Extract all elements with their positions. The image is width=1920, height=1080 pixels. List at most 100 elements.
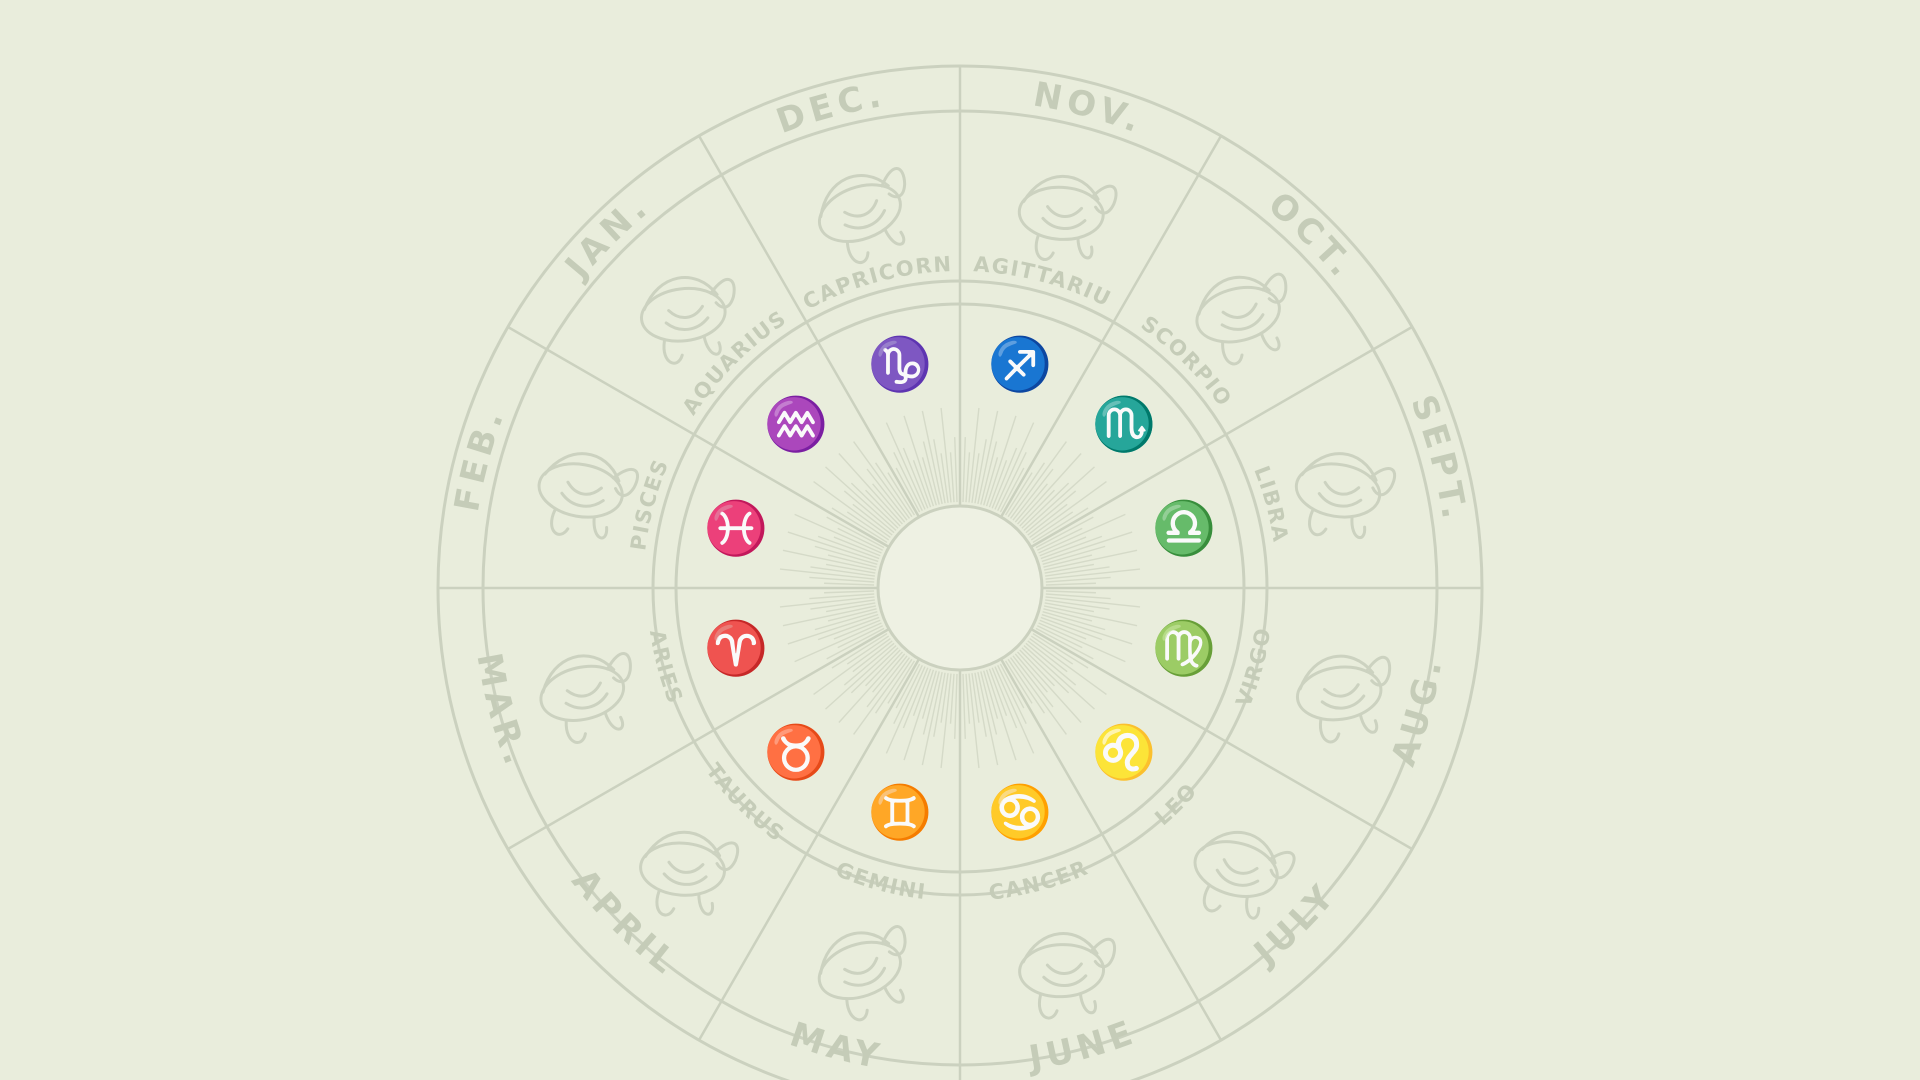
sign-label: VIRGO — [1231, 625, 1275, 710]
sun-ray — [794, 622, 882, 663]
month-label: MAY — [785, 1015, 887, 1078]
sign-glyph: ♐ — [988, 334, 1053, 395]
sun-ray — [999, 663, 1025, 709]
month-label-text: SEPT. — [1402, 390, 1469, 526]
sun-ray — [833, 619, 881, 640]
sun-ray — [782, 605, 877, 627]
sun-ray — [903, 415, 935, 507]
sign-glyph: ♊ — [868, 782, 933, 843]
sun-ray — [985, 415, 1017, 507]
sun-ray — [974, 439, 987, 504]
sign-label-text: GEMINI — [832, 857, 926, 904]
sun-ray — [893, 451, 923, 512]
month-label-text: FEB. — [447, 401, 508, 515]
month-label: APRIL — [564, 861, 687, 984]
sun-ray — [809, 576, 875, 583]
sun-ray — [833, 536, 881, 557]
sun-ray — [1045, 582, 1096, 586]
month-label-text: MAY — [785, 1015, 882, 1078]
sun-ray — [1042, 545, 1106, 565]
sun-ray — [895, 467, 921, 513]
sun-ray — [874, 658, 913, 714]
sun-ray — [971, 453, 980, 503]
sun-ray — [852, 503, 893, 536]
month-label: JAN. — [556, 186, 658, 288]
sun-ray — [1040, 535, 1103, 560]
sun-ray — [1029, 637, 1107, 695]
sun-ray — [940, 453, 949, 503]
sun-ray — [846, 511, 890, 541]
sun-ray — [1007, 658, 1046, 714]
sun-ray — [1004, 660, 1033, 704]
sun-ray — [838, 651, 903, 723]
sun-ray — [838, 453, 903, 525]
sun-ray — [826, 516, 885, 549]
wheel-spokes — [438, 66, 1482, 1080]
sun-ray — [813, 637, 891, 695]
sun-ray — [1017, 651, 1082, 723]
sun-ray — [824, 582, 875, 586]
sun-ray — [949, 452, 955, 503]
sun-ray — [933, 439, 946, 504]
month-label-text: OCT. — [1260, 184, 1359, 287]
sun-ray — [1038, 513, 1126, 554]
sun-ray — [1045, 593, 1111, 600]
sun-ray — [817, 616, 880, 641]
sun-ray — [933, 672, 946, 737]
sun-ray — [1029, 481, 1107, 539]
sign-glyph: ♉ — [764, 722, 829, 783]
month-label: NOV. — [1030, 75, 1150, 143]
sun-ray — [977, 410, 999, 505]
sun-ray — [980, 671, 998, 735]
month-label-text: JUNE — [1024, 1012, 1137, 1079]
sun-rays — [779, 407, 1141, 769]
sun-ray — [1009, 441, 1067, 519]
sun-ray — [1045, 599, 1110, 610]
sun-ray — [902, 667, 929, 729]
sun-ray — [1035, 516, 1094, 549]
sun-ray — [1045, 590, 1096, 594]
sun-ray — [825, 563, 876, 574]
sun-ray — [980, 441, 998, 505]
sun-ray — [912, 459, 932, 508]
sun-ray — [921, 457, 937, 506]
sun-ray — [1045, 566, 1110, 577]
sun-ray — [865, 649, 901, 687]
archer-centaur-illustration — [1017, 174, 1118, 261]
sun-ray — [825, 466, 897, 531]
sun-ray — [852, 640, 893, 673]
fish-illustration — [537, 452, 640, 540]
sun-ray — [794, 513, 882, 554]
sun-ray — [1004, 472, 1033, 516]
sun-ray — [997, 664, 1027, 725]
month-label-text: APRIL — [564, 861, 682, 984]
sun-ray — [1036, 625, 1083, 649]
sun-ray — [1017, 453, 1082, 525]
wheel-spoke — [697, 658, 921, 1041]
sun-ray — [1038, 622, 1126, 663]
sun-ray — [1012, 655, 1054, 708]
sun-ray — [940, 673, 949, 723]
sun-ray — [1019, 649, 1055, 687]
sun-ray — [1027, 503, 1068, 536]
month-label: OCT. — [1260, 184, 1364, 287]
sun-ray — [1012, 468, 1054, 521]
sun-ray — [827, 608, 877, 622]
sun-ray — [974, 672, 987, 737]
sign-glyph: ♋ — [988, 782, 1053, 843]
sun-ray — [988, 459, 1008, 508]
sun-ray — [983, 670, 999, 719]
sun-ray — [853, 441, 911, 519]
sign-glyph: ♈ — [704, 618, 769, 679]
sun-ray — [971, 673, 980, 723]
sun-ray — [1041, 531, 1133, 563]
month-label: FEB. — [447, 401, 513, 515]
sun-ray — [994, 422, 1035, 510]
sun-ray — [1039, 619, 1087, 640]
month-label-text: AUG. — [1384, 653, 1446, 771]
sun-ray — [787, 531, 879, 563]
sign-glyph: ♓ — [704, 498, 769, 559]
sun-ray — [954, 437, 958, 503]
sun-ray — [962, 437, 966, 503]
